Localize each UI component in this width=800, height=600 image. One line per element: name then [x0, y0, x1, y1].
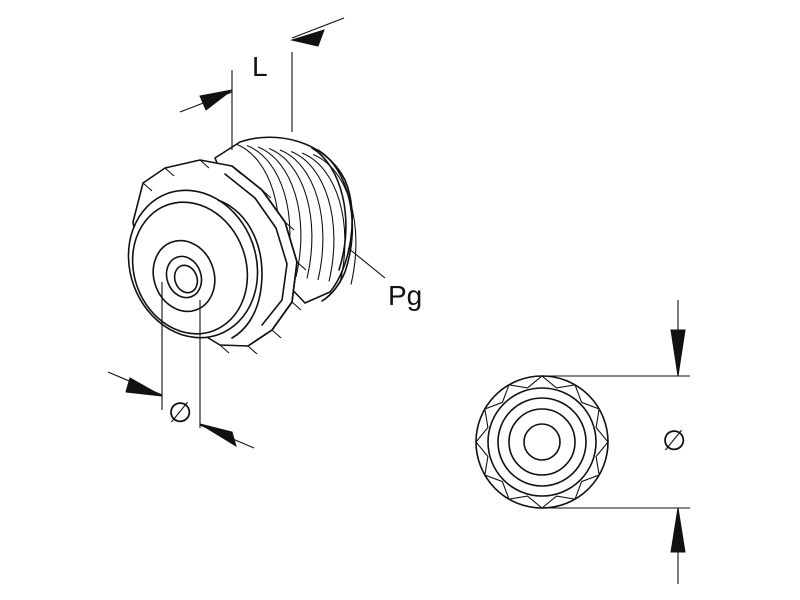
nut-facet [247, 345, 258, 355]
isometric-view: L Pg ∅ [107, 17, 422, 449]
nut-facet [219, 344, 230, 354]
nut-facet [164, 167, 175, 177]
bore-diameter-label: ∅ [168, 396, 192, 429]
front-view: ∅ [475, 300, 690, 584]
thread-ridge [279, 149, 324, 281]
bore-diameter-dimension: ∅ [107, 282, 255, 449]
nut-facet [296, 261, 307, 271]
nut-facet [142, 182, 153, 192]
outer-diameter-dimension: ∅ [542, 300, 690, 584]
thread-ridge [301, 152, 346, 284]
nut-facet [284, 221, 295, 231]
knurl-ring [475, 375, 609, 509]
front-face [127, 189, 263, 339]
length-label: L [252, 51, 268, 82]
thread-label: Pg [388, 280, 422, 311]
bore-hole [165, 255, 203, 299]
thread-ridge [257, 146, 302, 278]
nut-facet [199, 159, 210, 169]
thread-ridge [290, 150, 335, 282]
nut-facet [291, 301, 302, 311]
length-dimension: L [179, 17, 345, 150]
thread-callout: Pg [347, 247, 422, 311]
outer-diameter-label: ∅ [662, 424, 686, 457]
thread-ridge [268, 147, 313, 279]
nut-facet [271, 329, 282, 339]
